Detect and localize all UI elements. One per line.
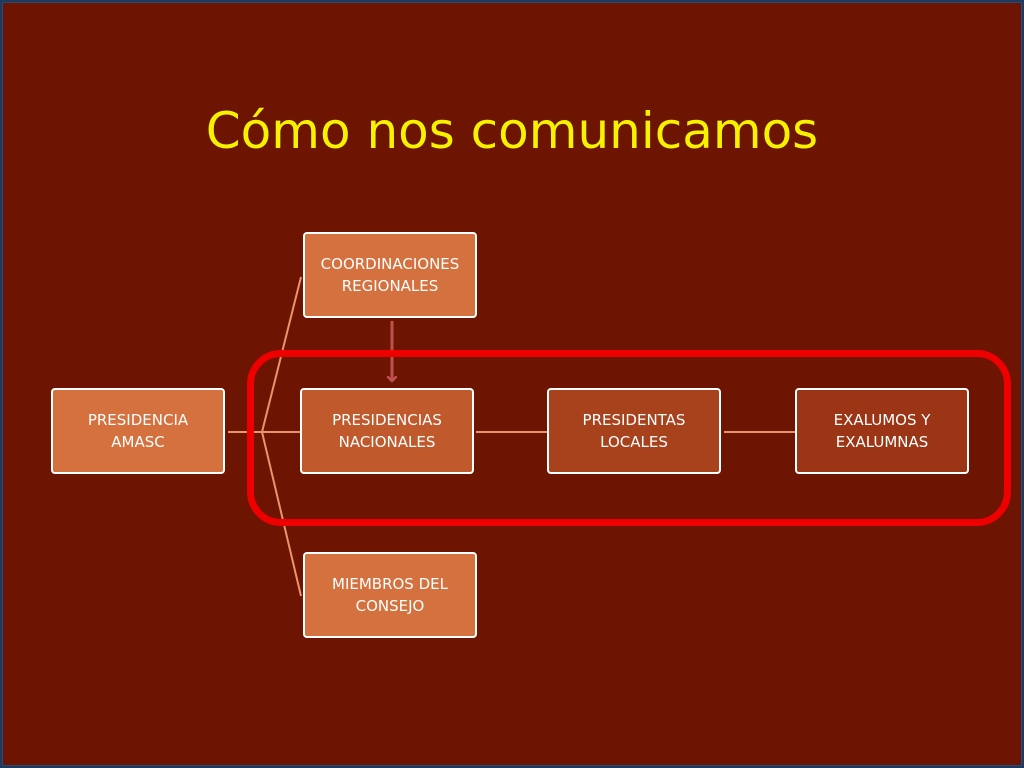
node-presidencias-nacionales: PRESIDENCIAS NACIONALES: [300, 388, 474, 474]
highlight-rounded-rectangle: [247, 350, 1011, 526]
node-miembros-del-consejo: MIEMBROS DEL CONSEJO: [303, 552, 477, 638]
slide-title: Cómo nos comunicamos: [205, 101, 819, 160]
connector-root-to-consejo: [228, 431, 302, 597]
node-exalumnos-exalumnas: EXALUMOS Y EXALUMNAS: [795, 388, 969, 474]
node-presidentas-locales: PRESIDENTAS LOCALES: [547, 388, 721, 474]
node-presidencia-amasc: PRESIDENCIA AMASC: [51, 388, 225, 474]
node-coordinaciones-regionales: COORDINACIONES REGIONALES: [303, 232, 477, 318]
